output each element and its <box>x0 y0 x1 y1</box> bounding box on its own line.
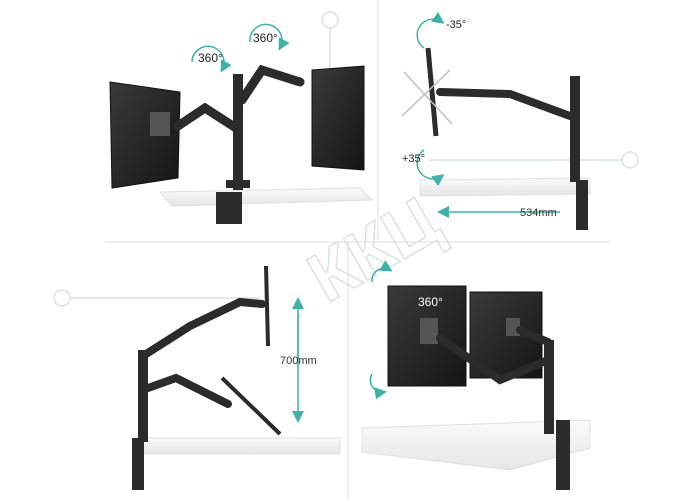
quadrant-height <box>132 265 341 490</box>
monitor-left <box>109 81 181 189</box>
rotate-arrow-icon <box>191 45 232 73</box>
arm <box>436 88 574 120</box>
quadrant-dual-rotation <box>109 23 374 224</box>
quadrant-tilt-extension <box>401 11 591 230</box>
pole <box>544 340 554 434</box>
clamp <box>216 192 242 224</box>
desk <box>419 177 591 197</box>
height-label: 700mm <box>280 355 317 367</box>
rotate-arrow-icon <box>371 260 393 283</box>
monitor-lower-side <box>220 376 282 436</box>
clamp <box>132 438 144 490</box>
screen-rotation-label: 360° <box>418 295 443 309</box>
grid-lines <box>105 0 610 500</box>
pole <box>570 76 580 182</box>
rotate-arrow-icon <box>416 11 445 49</box>
monitor-side <box>425 47 439 137</box>
rotate-arrow-icon <box>369 373 387 400</box>
rotation-label-right: 360° <box>253 31 278 45</box>
desk <box>139 437 341 455</box>
rotation-label-left: 360° <box>198 51 223 65</box>
desk <box>361 419 591 471</box>
quadrant-screen-rotation <box>361 260 591 490</box>
arm-upper <box>139 297 266 360</box>
tilt-label-plus: +35° <box>402 153 425 165</box>
arm-lower <box>144 373 232 408</box>
pole <box>138 350 148 442</box>
arm-lower <box>436 334 552 385</box>
arm-left <box>173 102 241 133</box>
monitor-right <box>311 65 365 171</box>
rotate-arrow-icon <box>416 149 445 187</box>
arm-upper <box>516 326 552 346</box>
monitor-upper-side <box>264 265 270 347</box>
extension-label: 534mm <box>520 207 557 219</box>
tilt-label-minus: -35° <box>446 19 466 31</box>
clamp <box>556 420 570 490</box>
desk <box>158 187 374 207</box>
rotate-arrow-icon <box>249 23 290 51</box>
clamp <box>576 180 588 230</box>
arm-right <box>237 64 305 105</box>
